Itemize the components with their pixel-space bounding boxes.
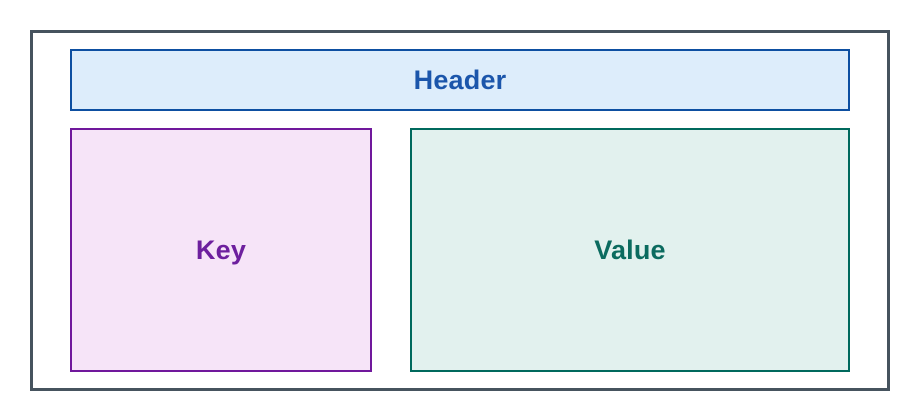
header-box: Header — [70, 49, 850, 111]
header-label: Header — [413, 64, 507, 95]
value-box: Value — [410, 128, 850, 372]
value-label: Value — [594, 234, 666, 265]
key-box: Key — [70, 128, 372, 372]
outer-frame: Header Key Value — [30, 30, 890, 391]
key-label: Key — [195, 234, 247, 265]
